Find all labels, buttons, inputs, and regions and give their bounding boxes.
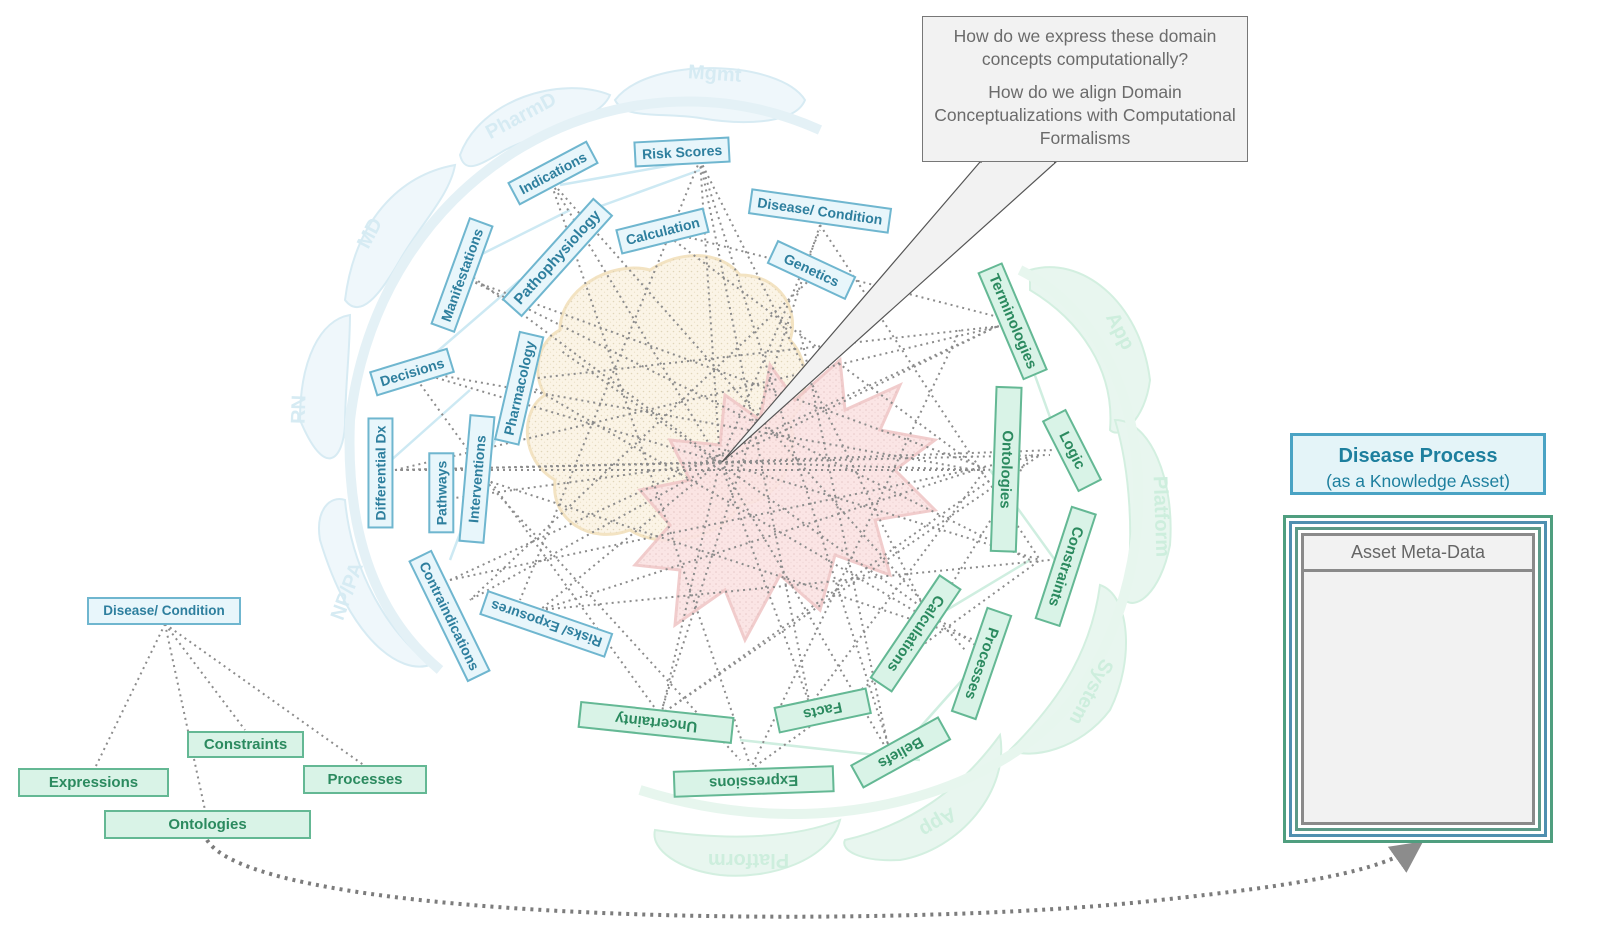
question-callout: How do we express these domain concepts … xyxy=(922,16,1248,162)
role-label-mgmt: Mgmt xyxy=(687,61,743,87)
callout-question-2: How do we align Domain Conceptualization… xyxy=(934,82,1236,148)
asset-meta-data-header: Asset Meta-Data xyxy=(1304,536,1532,572)
domain-role-petals xyxy=(298,67,807,668)
tree-node-constraints[interactable]: Constraints xyxy=(187,731,304,758)
asset-subtitle-text: (as a Knowledge Asset) xyxy=(1326,471,1510,491)
knowledge-asset-title: Disease Process (as a Knowledge Asset) xyxy=(1290,433,1546,495)
role-label-platform-2: Platform xyxy=(708,849,790,871)
role-label-rn: RN xyxy=(287,394,311,425)
concept-pathways[interactable]: Pathways xyxy=(428,452,455,534)
knowledge-asset-arrow xyxy=(205,838,1424,919)
tree-node-expressions[interactable]: Expressions xyxy=(18,768,169,797)
asset-title-text: Disease Process xyxy=(1338,445,1498,467)
concept-risk-scores[interactable]: Risk Scores xyxy=(633,136,731,168)
tree-node-processes[interactable]: Processes xyxy=(303,765,427,794)
formalism-expressions[interactable]: Expressions xyxy=(672,765,835,798)
knowledge-asset-container[interactable]: Asset Meta-Data xyxy=(1283,515,1553,843)
tree-node-ontologies[interactable]: Ontologies xyxy=(104,810,311,839)
concept-differential-dx[interactable]: Differential Dx xyxy=(367,417,394,529)
formalism-arc xyxy=(638,265,1144,819)
tree-root-disease-condition[interactable]: Disease/ Condition xyxy=(87,597,241,625)
role-label-platform: Platform xyxy=(1148,475,1174,558)
callout-question-1: How do we express these domain concepts … xyxy=(953,26,1217,69)
domain-arc xyxy=(344,96,823,674)
tree-connections xyxy=(94,623,366,811)
